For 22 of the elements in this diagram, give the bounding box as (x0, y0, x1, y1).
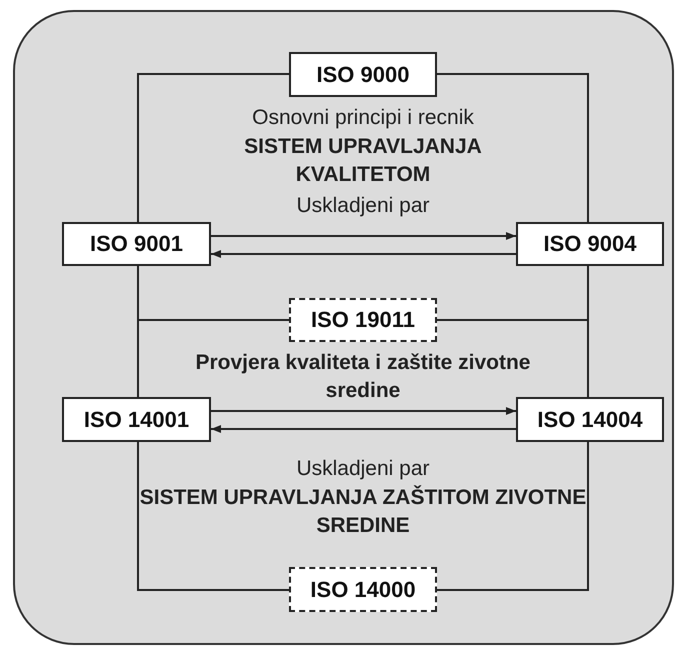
connector-line (137, 73, 289, 222)
description-text: Uskladjeni par (295, 456, 431, 482)
dashed-standard-box: ISO 14000 (289, 567, 437, 612)
arrow (211, 232, 516, 240)
connector-line (137, 319, 289, 397)
connector-line (437, 442, 589, 591)
heading-text: SISTEM UPRAVLJANJA ZAŠTITOM ZIVOTNE SREDINE (138, 484, 588, 539)
standard-box: ISO 14001 (62, 397, 211, 442)
connector-line (437, 73, 589, 222)
dashed-standard-box: ISO 19011 (289, 298, 437, 342)
description-text: Osnovni principi i recnik (251, 105, 475, 131)
arrow (211, 250, 516, 258)
description-text: Uskladjeni par (295, 193, 431, 219)
standard-box: ISO 9000 (289, 52, 437, 97)
connector-line (437, 319, 589, 397)
standard-box: ISO 14004 (516, 397, 664, 442)
connector-line (137, 442, 289, 591)
arrow (211, 407, 516, 415)
standard-box: ISO 9004 (516, 222, 664, 266)
arrow (211, 425, 516, 433)
heading-text: SISTEM UPRAVLJANJA KVALITETOM (243, 134, 483, 188)
standard-box: ISO 9001 (62, 222, 211, 266)
